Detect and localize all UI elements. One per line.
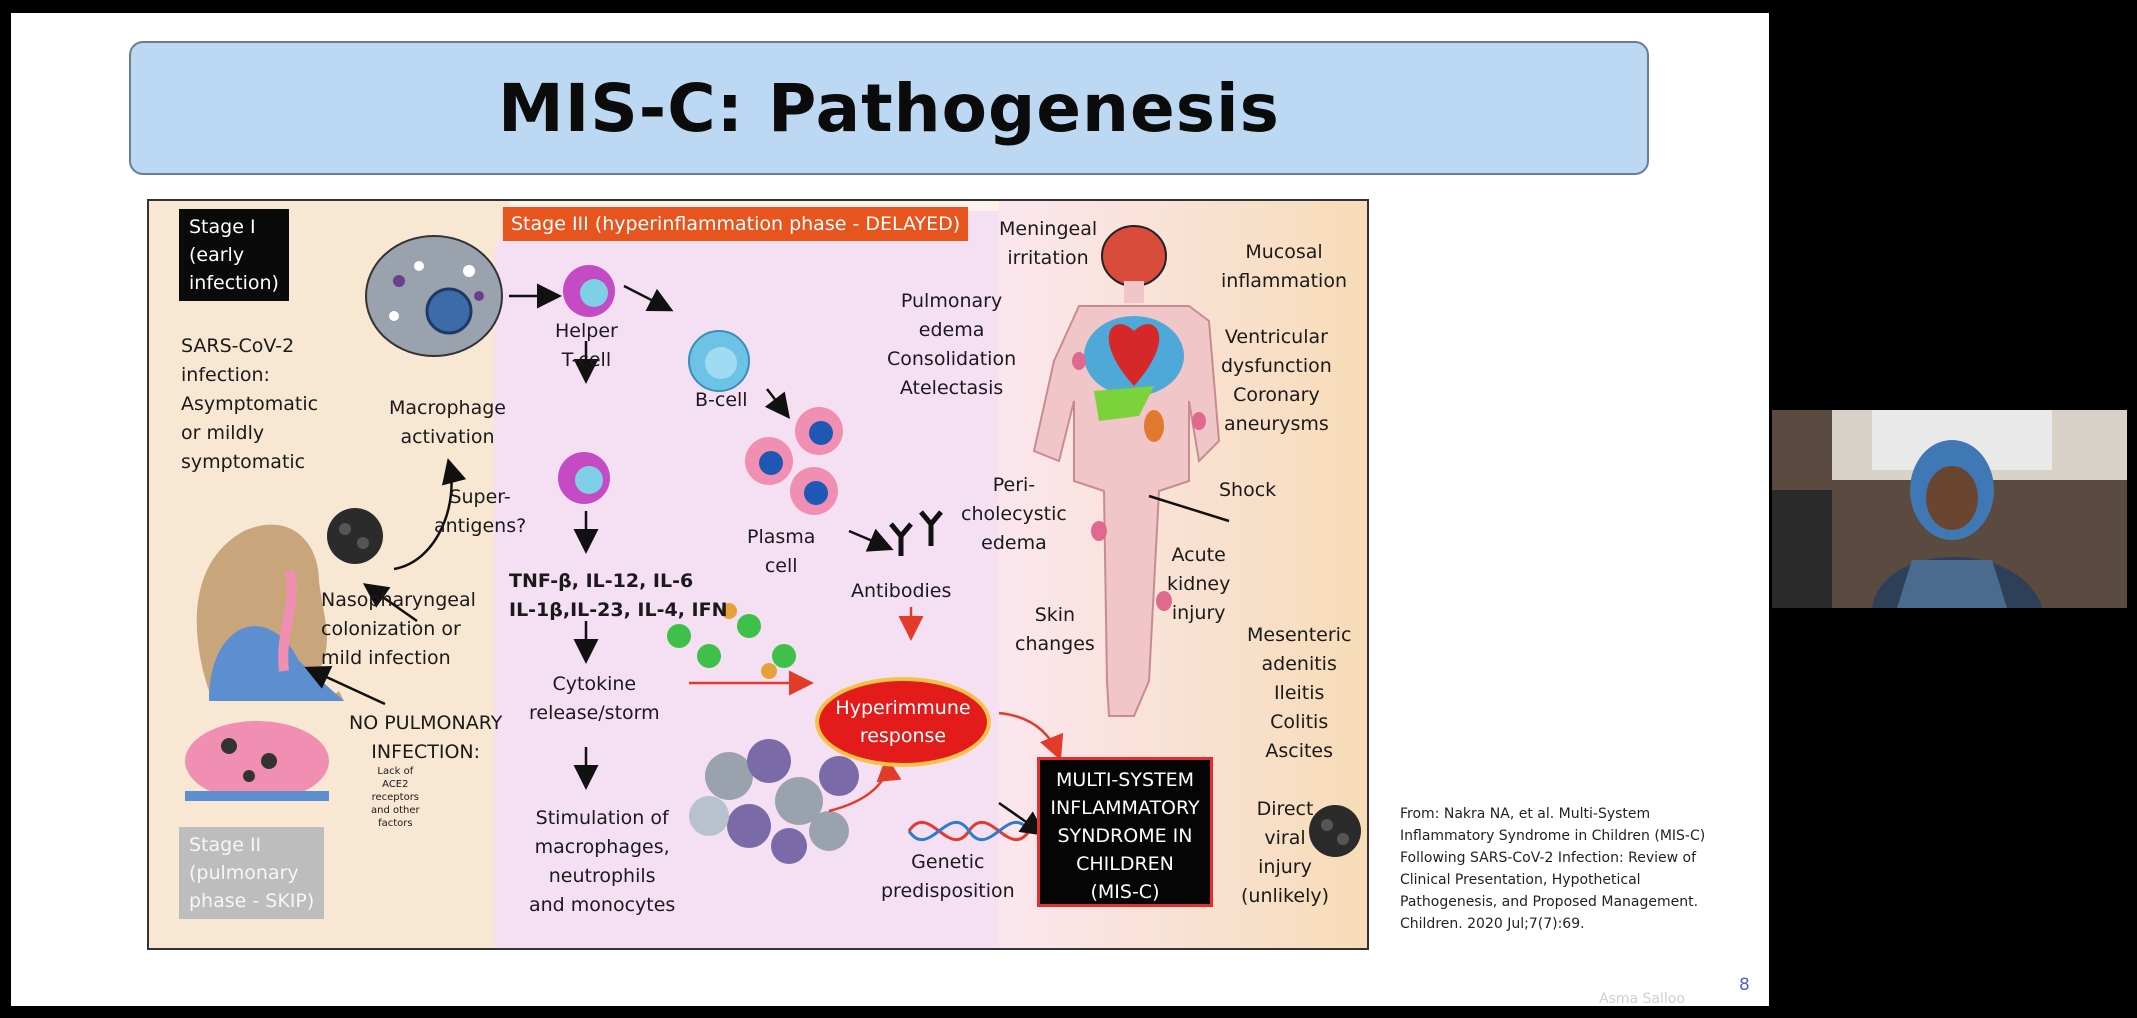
no-pulmonary-label: NO PULMONARY INFECTION:	[349, 712, 503, 763]
antibodies-label: Antibodies	[851, 580, 952, 602]
sars-label: SARS-CoV-2 infection: Asymptomatic or mi…	[181, 335, 319, 473]
nasopharyngeal-label: Nasopharyngeal colonization or mild infe…	[321, 589, 476, 669]
head-silhouette-icon	[196, 524, 344, 701]
shock-label: Shock	[1219, 479, 1277, 501]
skin-label: Skin changes	[1015, 604, 1095, 655]
direct-viral-label: Direct viral injury (unlikely)	[1241, 798, 1330, 907]
inflammation-arrows	[689, 607, 1064, 813]
child-body-icon	[1032, 225, 1221, 717]
meningeal-label: Meningeal irritation	[999, 218, 1098, 269]
lung-cell-icon	[185, 721, 329, 801]
slide-title: MIS-C: Pathogenesis	[498, 69, 1280, 147]
stage2-badge: Stage II (pulmonary phase - SKIP)	[179, 827, 325, 919]
immune-cluster-icon	[689, 739, 859, 864]
ace2-label: Lack of ACE2 receptors and other factors	[371, 766, 420, 829]
stimulation-label: Stimulation of macrophages, neutrophils …	[529, 807, 676, 916]
stage1-badge: Stage I (early infection)	[179, 209, 289, 301]
page-number: 8	[1739, 975, 1750, 995]
bcell-icon	[688, 330, 750, 392]
slide: MIS-C: Pathogenesis	[11, 13, 1769, 1007]
hyperimmune-response: Hyperimmune response	[815, 677, 991, 767]
mucosal-label: Mucosal inflammation	[1221, 241, 1347, 292]
presenter-avatar-icon	[1772, 410, 2127, 608]
ventricular-label: Ventricular dysfunction Coronary aneurys…	[1221, 326, 1332, 435]
pathogenesis-figure: Stage I (early infection) Stage II (pulm…	[147, 199, 1369, 950]
plasma-cell-label: Plasma cell	[747, 526, 816, 577]
plasma-cell-icon	[745, 407, 843, 515]
pulmonary-label: Pulmonary edema Consolidation Atelectasi…	[887, 290, 1017, 399]
tcell-icon	[558, 452, 610, 504]
cytokine-icon	[667, 603, 796, 679]
title-bar: MIS-C: Pathogenesis	[129, 41, 1649, 175]
presenter-watermark: Asma Salloo	[1599, 991, 1685, 1007]
pericholecystic-label: Peri- cholecystic edema	[961, 474, 1067, 554]
pathway-arrows	[304, 283, 1230, 836]
presenter-video-thumbnail[interactable]	[1772, 410, 2127, 608]
virus-icon	[327, 508, 383, 564]
virus-right-icon	[1309, 805, 1361, 857]
cytokine-release-label: Cytokine release/storm	[529, 673, 660, 724]
macrophage-icon	[365, 235, 503, 357]
mis-c-box: MULTI-SYSTEM INFLAMMATORY SYNDROME IN CH…	[1037, 757, 1213, 907]
cytokines-label: TNF-β, IL-12, IL-6 IL-1β,IL-23, IL-4, IF…	[509, 570, 728, 621]
dna-icon	[907, 821, 1031, 841]
antibody-icon	[889, 510, 943, 556]
genetic-label: Genetic predisposition	[881, 851, 1015, 902]
citation-caption: From: Nakra NA, et al. Multi-System Infl…	[1400, 806, 1706, 932]
superantigens-label: Super- antigens?	[434, 486, 527, 537]
helper-tcell-icon	[563, 265, 615, 317]
bcell-label: B-cell	[695, 389, 748, 411]
illustration-layer	[185, 225, 1361, 864]
stage3-badge: Stage III (hyperinflammation phase - DEL…	[503, 207, 969, 241]
mesenteric-label: Mesenteric adenitis Ileitis Colitis Asci…	[1247, 624, 1352, 762]
acute-kidney-label: Acute kidney injury	[1167, 544, 1231, 624]
macrophage-label: Macrophage activation	[389, 397, 506, 448]
helper-tcell-label: Helper T-cell	[555, 320, 618, 371]
